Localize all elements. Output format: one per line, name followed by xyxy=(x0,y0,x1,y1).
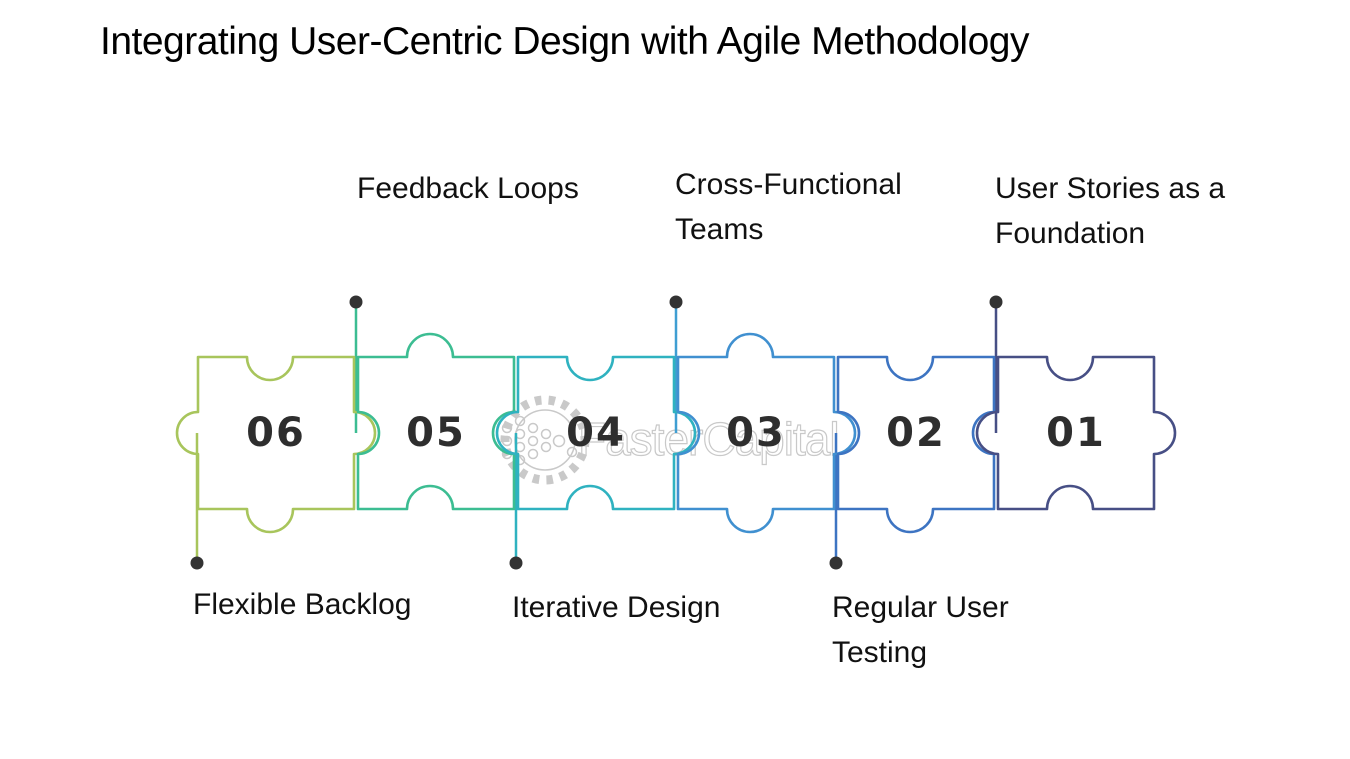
page-title: Integrating User-Centric Design with Agi… xyxy=(100,20,1029,63)
piece-number-02: 02 xyxy=(886,410,946,456)
puzzle-piece-06 xyxy=(175,355,377,534)
piece-number-04: 04 xyxy=(566,410,626,456)
puzzle-piece-02 xyxy=(836,355,996,534)
label-cross-functional-teams: Cross-Functional Teams xyxy=(675,168,902,246)
dot-flexible-backlog xyxy=(190,556,204,570)
piece-number-05: 05 xyxy=(406,410,466,456)
dot-cross-functional-teams xyxy=(669,295,683,309)
puzzle-pieces xyxy=(175,332,1177,534)
gear-icon xyxy=(500,395,590,485)
puzzle-piece-05 xyxy=(356,332,516,511)
label-user-stories-foundation: User Stories as a Foundation xyxy=(995,172,1226,250)
label-iterative-design: Iterative Design xyxy=(512,591,721,624)
label-flexible-backlog: Flexible Backlog xyxy=(193,588,412,621)
connector-dots xyxy=(190,295,1003,570)
piece-number-01: 01 xyxy=(1046,410,1106,456)
dot-iterative-design xyxy=(509,556,523,570)
dot-user-stories xyxy=(989,295,1003,309)
watermark-text: FasterCapital xyxy=(578,413,839,465)
puzzle-piece-04 xyxy=(495,355,697,511)
dots-icon xyxy=(501,415,578,466)
piece-number-03: 03 xyxy=(726,410,786,456)
dot-feedback-loops xyxy=(349,295,363,309)
puzzle-piece-01 xyxy=(975,355,1177,511)
label-feedback-loops: Feedback Loops xyxy=(357,172,579,205)
label-regular-user-testing: Regular User Testing xyxy=(832,591,1009,669)
piece-number-06: 06 xyxy=(246,410,306,456)
dot-regular-user-testing xyxy=(829,556,843,570)
puzzle-piece-03 xyxy=(676,332,857,534)
watermark-logo: FasterCapital xyxy=(500,395,840,485)
